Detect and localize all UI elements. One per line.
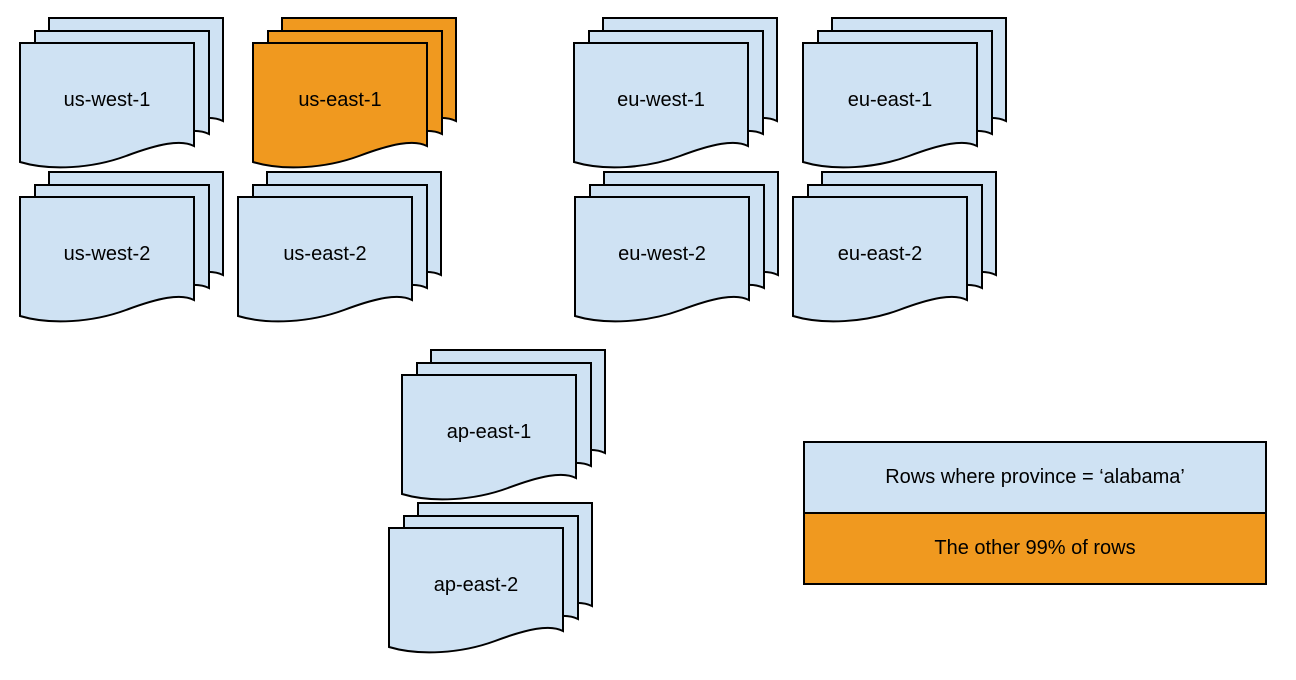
- document-stack-icon: [573, 17, 778, 169]
- document-stack-icon: [574, 171, 779, 323]
- document-stack-icon: [388, 502, 593, 654]
- legend: Rows where province = ‘alabama’ The othe…: [803, 441, 1267, 585]
- document-stack-icon: [401, 349, 606, 501]
- legend-label: Rows where province = ‘alabama’: [885, 466, 1185, 488]
- region-stack-eu-east-2: eu-east-2: [792, 171, 997, 323]
- document-stack-icon: [252, 17, 457, 169]
- region-stack-us-west-2: us-west-2: [19, 171, 224, 323]
- legend-label: The other 99% of rows: [934, 537, 1136, 559]
- document-stack-icon: [19, 17, 224, 169]
- legend-item-alabama-rows: Rows where province = ‘alabama’: [805, 443, 1265, 512]
- region-stack-eu-east-1: eu-east-1: [802, 17, 1007, 169]
- region-stack-us-east-1: us-east-1: [252, 17, 457, 169]
- region-stack-eu-west-1: eu-west-1: [573, 17, 778, 169]
- document-stack-icon: [792, 171, 997, 323]
- legend-item-other-rows: The other 99% of rows: [805, 512, 1265, 583]
- document-stack-icon: [802, 17, 1007, 169]
- region-stack-us-east-2: us-east-2: [237, 171, 442, 323]
- document-stack-icon: [237, 171, 442, 323]
- region-stack-us-west-1: us-west-1: [19, 17, 224, 169]
- region-stack-ap-east-2: ap-east-2: [388, 502, 593, 654]
- region-stack-eu-west-2: eu-west-2: [574, 171, 779, 323]
- region-stack-ap-east-1: ap-east-1: [401, 349, 606, 501]
- document-stack-icon: [19, 171, 224, 323]
